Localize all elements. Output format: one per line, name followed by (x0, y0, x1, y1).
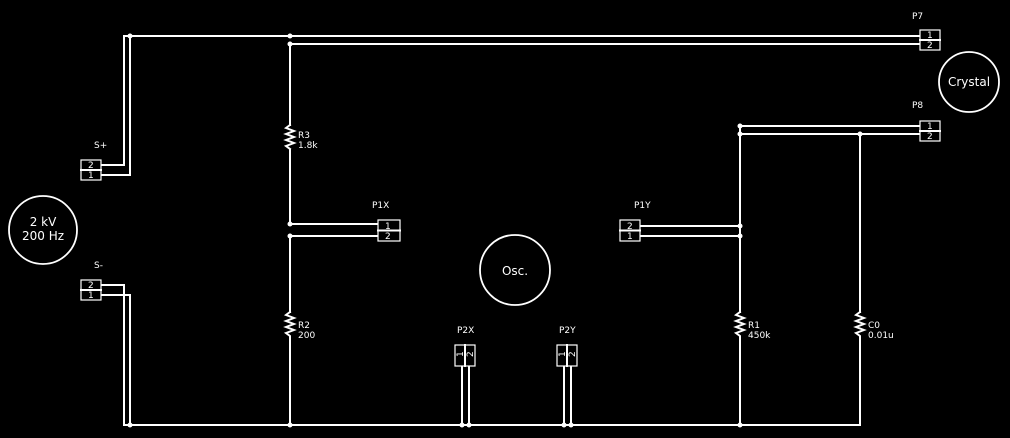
r2-value: 200 (298, 331, 315, 341)
capacitor-c0-symbol (853, 310, 867, 341)
p8-label: P8 (912, 101, 923, 111)
resistor-r1: R1 450k (733, 310, 771, 341)
sminus-label: S- (94, 261, 103, 271)
p8-pin2: 2 (927, 132, 933, 142)
p2x-pin2: 2 (466, 351, 476, 357)
connector-p1y: P1Y 2 1 (619, 201, 651, 242)
splus-pin2: 2 (88, 161, 94, 171)
r3-name: R3 (298, 131, 310, 141)
crystal: Crystal (938, 51, 1000, 113)
connector-splus: S+ 2 1 (80, 141, 107, 181)
p1x-pin2: 2 (385, 232, 391, 242)
crystal-label: Crystal (948, 75, 990, 89)
generator-frequency: 200 Hz (22, 229, 64, 243)
oscilloscope-label: Osc. (502, 264, 528, 278)
p7-label: P7 (912, 12, 923, 22)
p7-pin1: 1 (927, 31, 933, 41)
generator-voltage: 2 kV (30, 215, 57, 229)
capacitor-c0: C0 0.01u (853, 310, 894, 341)
junctions (127, 33, 863, 428)
c0-value: 0.01u (868, 331, 894, 341)
splus-label: S+ (94, 141, 107, 151)
r2-name: R2 (298, 321, 310, 331)
wires (100, 35, 921, 426)
sminus-pin2: 2 (88, 281, 94, 291)
resistor-r3-symbol (283, 123, 297, 151)
resistor-r1-symbol (733, 310, 747, 341)
r1-value: 450k (748, 331, 771, 341)
r1-name: R1 (748, 321, 760, 331)
p1x-label: P1X (372, 201, 389, 211)
p1y-label: P1Y (634, 201, 651, 211)
p1y-pin2: 2 (627, 222, 633, 232)
p8-pin1: 1 (927, 122, 933, 132)
r3-value: 1.8k (298, 141, 318, 151)
connector-p2y: P2Y 1 2 (556, 326, 578, 367)
connector-p7: P7 1 2 (912, 12, 941, 51)
p1y-pin1: 1 (627, 232, 633, 242)
resistor-r2-symbol (283, 310, 297, 341)
oscilloscope: Osc. (479, 234, 551, 306)
splus-pin1: 1 (88, 171, 94, 181)
p7-pin2: 2 (927, 41, 933, 51)
c0-name: C0 (868, 321, 880, 331)
connector-p2x: P2X 1 2 (454, 326, 476, 367)
resistor-r3: R3 1.8k (283, 123, 318, 151)
generator-source: 2 kV 200 Hz (8, 195, 78, 265)
p2y-label: P2Y (559, 326, 576, 336)
connector-p1x: P1X 1 2 (372, 201, 401, 242)
p2x-label: P2X (457, 326, 474, 336)
sminus-pin1: 1 (88, 291, 94, 301)
p2x-pin1: 1 (456, 351, 466, 357)
connector-sminus: S- 2 1 (80, 261, 103, 301)
resistor-r2: R2 200 (283, 310, 315, 341)
p2y-pin2: 2 (568, 351, 578, 357)
p2y-pin1: 1 (558, 351, 568, 357)
p1x-pin1: 1 (385, 222, 391, 232)
connector-p8: P8 1 2 (912, 101, 941, 142)
